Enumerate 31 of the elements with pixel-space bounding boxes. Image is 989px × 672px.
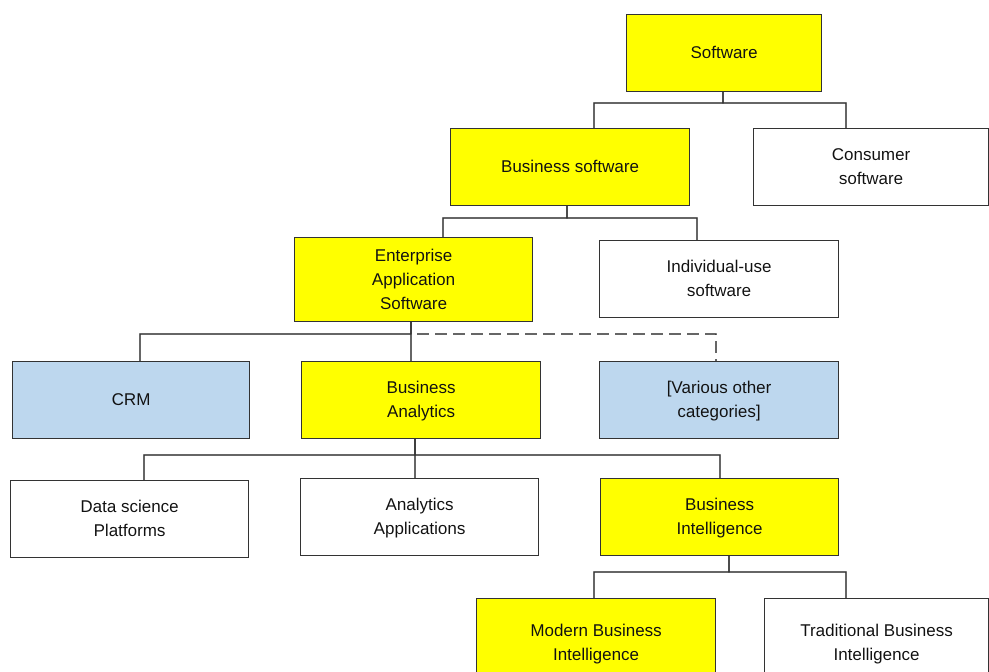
category-box	[12, 361, 250, 439]
connector-line	[722, 92, 847, 128]
connector-line	[410, 322, 717, 361]
category-label: Individual-use software	[666, 256, 772, 302]
category-label: Analytics Applications	[372, 494, 466, 540]
category-box	[600, 478, 839, 556]
category-label: Traditional Business Intelligence	[799, 620, 954, 666]
connector-line	[566, 206, 698, 240]
category-box	[599, 361, 839, 439]
category-box	[753, 128, 989, 206]
category-label: Business software	[501, 156, 639, 178]
category-box	[476, 598, 716, 672]
category-box	[294, 237, 533, 322]
category-label: CRM	[112, 389, 150, 411]
category-box	[764, 598, 989, 672]
connector-line	[414, 439, 721, 478]
category-box	[450, 128, 690, 206]
category-label: Enterprise Application Software	[370, 244, 456, 314]
category-label: Business Intelligence	[675, 494, 764, 540]
category-label: Data science Platforms	[79, 496, 180, 542]
category-box	[10, 480, 249, 558]
category-label: Consumer software	[830, 144, 912, 190]
category-box	[300, 478, 539, 556]
category-box	[301, 361, 541, 439]
category-box	[599, 240, 839, 318]
category-label: Software	[690, 42, 758, 64]
category-label: Modern Business Intelligence	[529, 620, 663, 666]
category-box	[626, 14, 822, 92]
category-label: Business Analytics	[386, 377, 456, 423]
connector-line	[728, 556, 847, 598]
category-label: [Various other categories]	[666, 377, 772, 423]
